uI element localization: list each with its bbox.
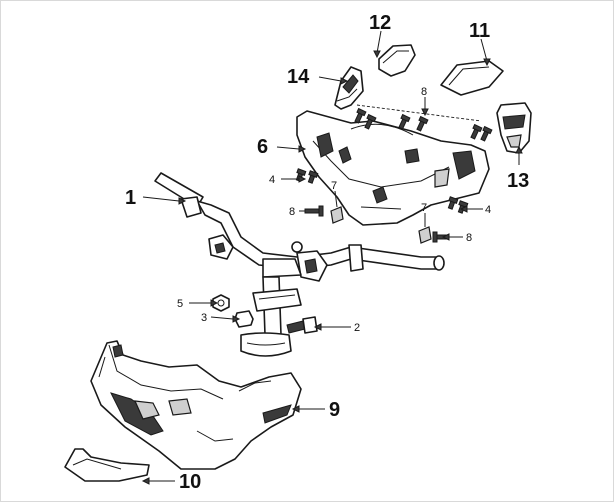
clip-7-left bbox=[330, 206, 344, 224]
callout-3: 3 bbox=[201, 312, 207, 324]
steering-stem bbox=[240, 276, 302, 357]
callout-7-right: 7 bbox=[421, 202, 427, 214]
callout-10: 10 bbox=[179, 471, 201, 493]
screws-4-left bbox=[295, 168, 319, 184]
screws-8-top bbox=[354, 107, 493, 142]
assembly-dash-8 bbox=[356, 104, 482, 122]
callout-12: 12 bbox=[369, 12, 391, 34]
part-5-nut bbox=[212, 294, 230, 312]
part-9-front-cover bbox=[90, 340, 302, 470]
part-14-shape bbox=[334, 66, 364, 110]
part-10-panel bbox=[64, 448, 150, 482]
callout-13: 13 bbox=[507, 170, 529, 192]
callout-2: 2 bbox=[354, 322, 360, 334]
part-13-shape bbox=[496, 102, 532, 154]
callout-14: 14 bbox=[287, 66, 310, 88]
leader-lines bbox=[142, 30, 520, 482]
callout-6: 6 bbox=[257, 136, 268, 158]
leader-arrowheads bbox=[141, 50, 523, 485]
callout-11: 11 bbox=[469, 20, 490, 42]
callout-8-top: 8 bbox=[421, 86, 427, 98]
part-2-bolt bbox=[286, 316, 318, 334]
callout-8-right: 8 bbox=[466, 232, 472, 244]
part-11-shape bbox=[440, 60, 504, 96]
callout-7-left: 7 bbox=[331, 180, 337, 192]
part-1-handlebar bbox=[154, 172, 445, 282]
callout-4-left: 4 bbox=[269, 174, 275, 186]
part-12-shape bbox=[378, 44, 416, 77]
callout-8-left: 8 bbox=[289, 206, 295, 218]
callout-9: 9 bbox=[329, 399, 340, 421]
callout-5: 5 bbox=[177, 298, 183, 310]
screw-8-left bbox=[304, 205, 324, 217]
callout-1: 1 bbox=[125, 187, 136, 209]
clip-7-right bbox=[418, 226, 432, 244]
callout-4-right: 4 bbox=[485, 204, 491, 216]
part-6-shape bbox=[296, 110, 490, 226]
